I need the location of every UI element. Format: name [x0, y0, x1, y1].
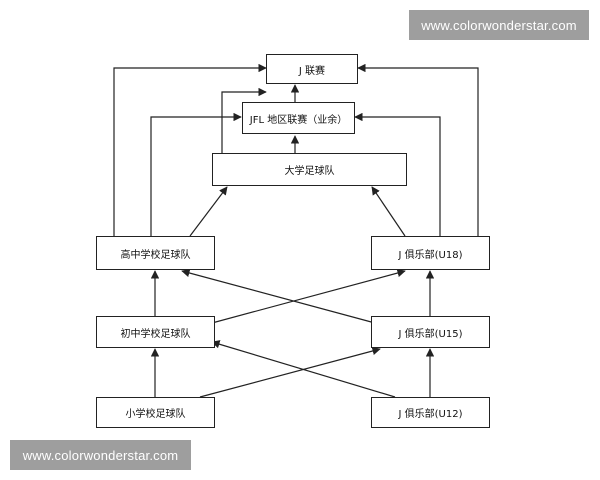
arrow-university-to-j-league [221, 87, 267, 153]
node-elementary-team: 小学校足球队 [96, 397, 215, 428]
arrow-u12-to-junior-high [211, 340, 396, 398]
arrow-u18-to-j-league [357, 63, 479, 236]
arrow-high-school-to-jfl [150, 112, 242, 236]
node-jfl-regional-league: JFL 地区联赛（业余） [242, 102, 355, 134]
node-club-u12: J 俱乐部(U12) [371, 397, 490, 428]
node-club-u18: J 俱乐部(U18) [371, 236, 490, 270]
arrow-u18-to-university [371, 186, 406, 237]
arrow-u15-to-high-school [181, 268, 376, 324]
node-high-school-team: 高中学校足球队 [96, 236, 215, 270]
arrow-high-school-to-j-league [113, 63, 267, 236]
arrow-high-school-to-university [189, 186, 228, 237]
node-club-u15: J 俱乐部(U15) [371, 316, 490, 348]
node-university-team: 大学足球队 [212, 153, 407, 186]
node-j-league: J 联赛 [266, 54, 358, 84]
arrow-junior-high-to-u18 [211, 268, 406, 324]
arrow-u18-to-jfl [354, 112, 441, 236]
watermark-bottom: www.colorwonderstar.com [10, 440, 191, 470]
watermark-top: www.colorwonderstar.com [409, 10, 589, 40]
node-junior-high-team: 初中学校足球队 [96, 316, 215, 348]
arrow-elementary-to-u15 [199, 346, 381, 398]
